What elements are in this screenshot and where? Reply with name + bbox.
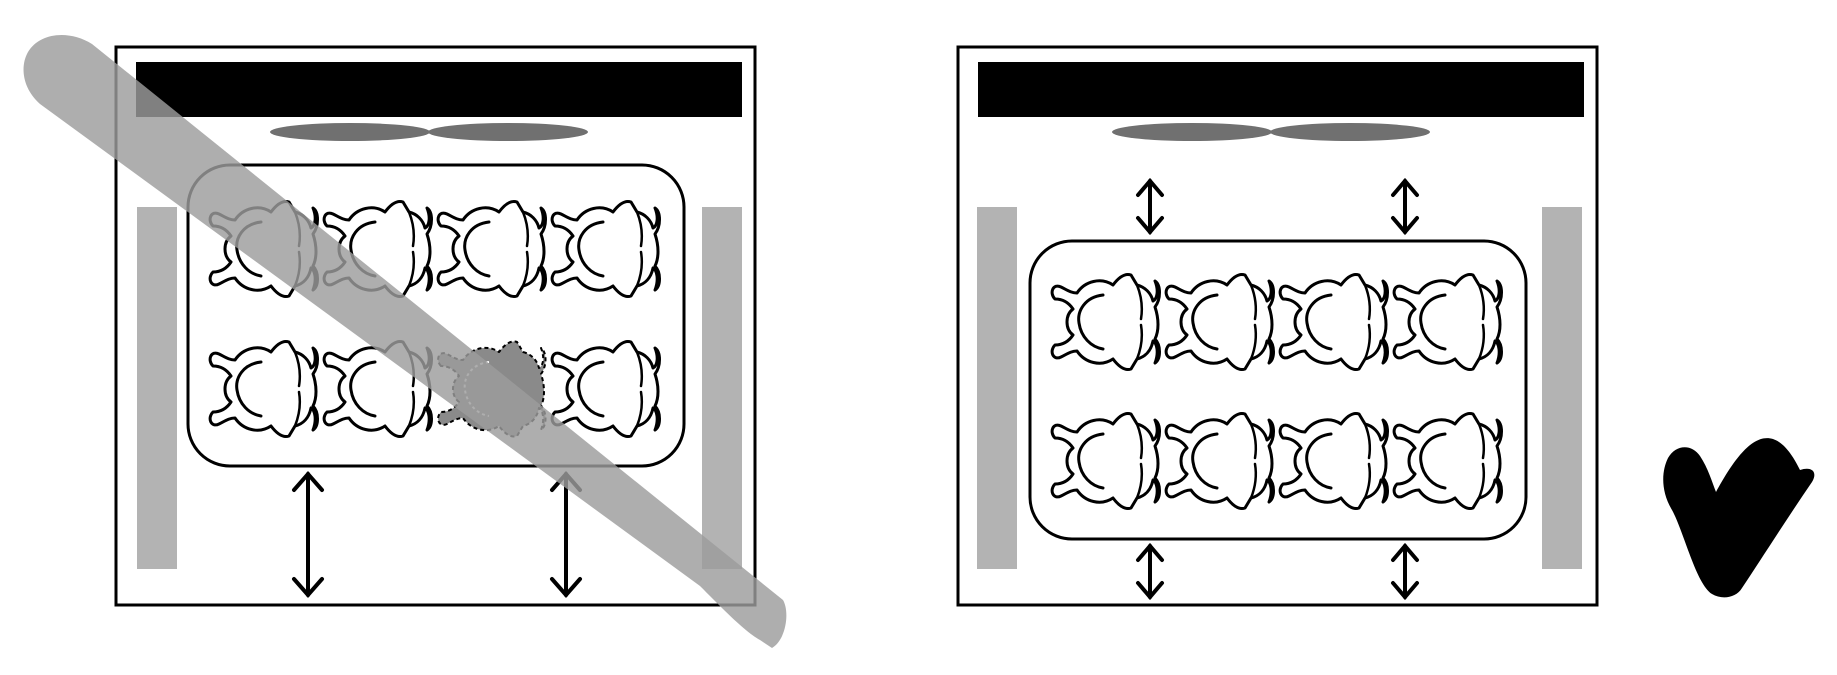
top-heating-element-icon xyxy=(136,62,742,117)
panel-incorrect xyxy=(23,34,787,649)
double-arrow-icon xyxy=(1391,177,1419,236)
top-element-glow-left xyxy=(1112,123,1272,141)
top-element-glow-right xyxy=(1270,123,1430,141)
top-element-glow-right xyxy=(428,123,588,141)
top-heating-element-icon xyxy=(978,62,1584,117)
check-mark-icon xyxy=(1663,438,1815,598)
double-arrow-icon xyxy=(1136,177,1164,236)
side-heating-element-icon xyxy=(1542,207,1582,569)
side-heating-element-icon xyxy=(977,207,1017,569)
side-heating-element-icon xyxy=(702,207,742,569)
side-heating-element-icon xyxy=(137,207,177,569)
double-arrow-icon xyxy=(1391,542,1419,601)
panel-correct xyxy=(956,45,1815,607)
prohibition-slash-icon xyxy=(23,34,787,649)
top-element-glow-left xyxy=(270,123,430,141)
double-arrow-icon xyxy=(292,470,324,599)
double-arrow-icon xyxy=(1136,542,1164,601)
